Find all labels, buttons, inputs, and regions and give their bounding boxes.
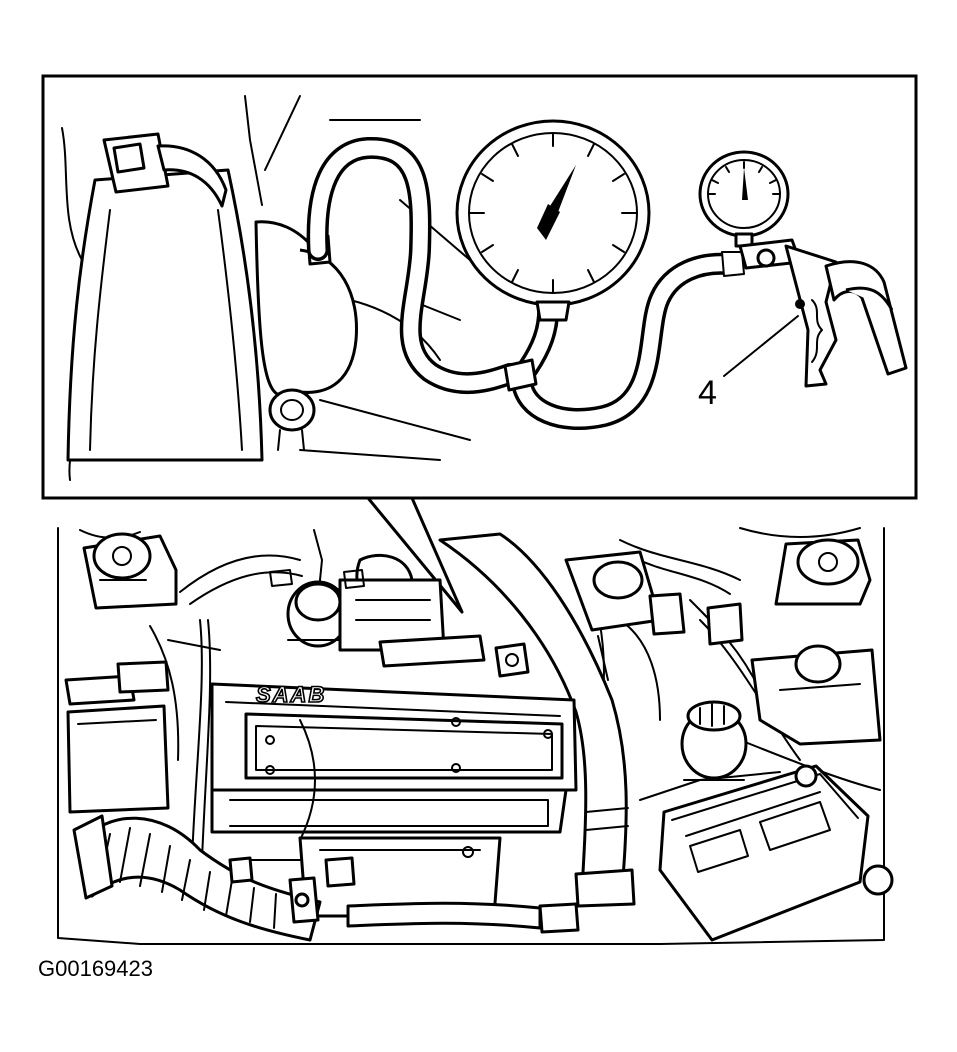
left-strut-tower xyxy=(82,532,178,610)
brake-fluid-reservoir xyxy=(564,550,662,681)
pressure-gauge-needle xyxy=(545,165,576,220)
coolant-expansion-tank xyxy=(750,644,882,746)
intake-pipe xyxy=(66,132,264,462)
engine-bay: SAAB xyxy=(57,527,894,945)
pressure-gauge-icon xyxy=(455,119,651,322)
misc-components xyxy=(269,569,744,678)
pressure-gauge-ticks xyxy=(469,132,637,294)
oil-filler-cap xyxy=(286,580,350,648)
callout-4: 4 xyxy=(698,315,799,412)
figure-id: G00169423 xyxy=(38,956,153,981)
detail-inset: 4 xyxy=(41,74,918,614)
right-strut-tower xyxy=(774,538,872,606)
charge-pipe xyxy=(438,532,636,908)
valve-cover: SAAB xyxy=(210,681,578,792)
engine-cover-brand: SAAB xyxy=(256,682,326,707)
throttle-body xyxy=(338,553,486,668)
battery xyxy=(658,764,894,942)
intake-bellows xyxy=(72,814,322,942)
lower-hoses xyxy=(228,719,580,934)
air-box xyxy=(64,660,170,814)
callout-label: 4 xyxy=(698,374,717,412)
power-steering-reservoir xyxy=(680,700,748,781)
vacuum-hoses xyxy=(306,136,745,430)
callout-leader-line xyxy=(723,315,799,377)
hand-vacuum-pump-icon xyxy=(698,150,908,388)
